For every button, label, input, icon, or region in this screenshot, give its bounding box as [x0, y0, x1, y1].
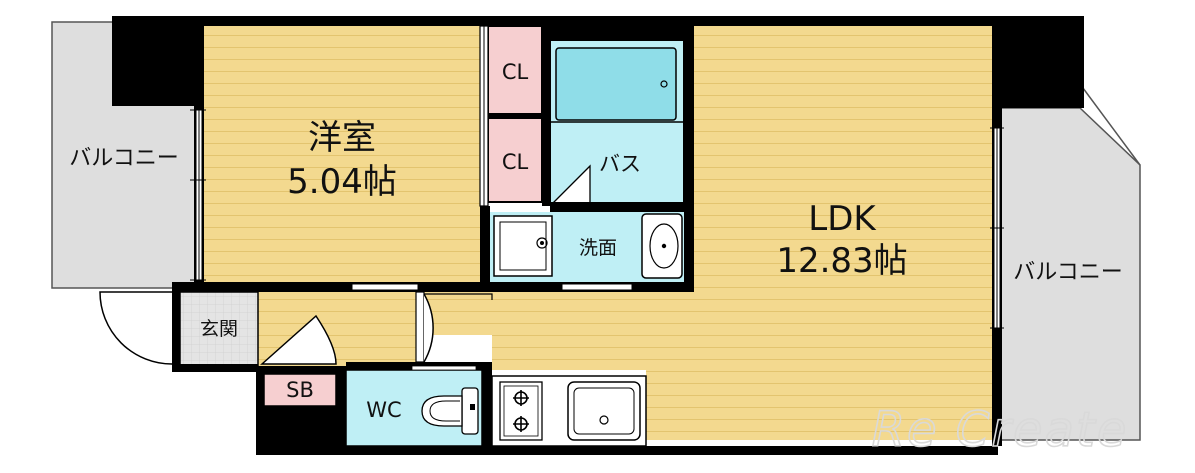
ldk-floor — [420, 26, 992, 440]
shoe-box-label: SB — [286, 378, 314, 402]
western-room-floor — [204, 26, 480, 282]
wall-top — [112, 16, 1084, 26]
wall-bottom — [256, 446, 998, 455]
entrance-label: 玄関 — [200, 318, 238, 340]
wall-block-top-left — [112, 16, 204, 106]
toilet-tank — [461, 387, 479, 435]
toilet-bowl — [421, 395, 463, 427]
closet-2-area — [487, 117, 543, 203]
entrance-door-swing — [99, 291, 173, 365]
kitchen-sink — [567, 381, 641, 441]
bathtub — [555, 47, 677, 121]
balcony-left-label: バルコニー — [69, 146, 179, 171]
entrance-area — [179, 291, 259, 367]
closet-2-label: CL — [502, 150, 529, 174]
balcony-right-label: バルコニー — [1013, 260, 1123, 285]
western-room-name: 洋室 — [308, 118, 376, 158]
ldk-name: LDK — [808, 199, 877, 239]
wall-block-top-right — [996, 16, 1084, 108]
washing-machine — [493, 215, 553, 277]
ldk-size: 12.83帖 — [776, 241, 907, 281]
closet-1-label: CL — [502, 60, 529, 84]
watermark: Re Create — [872, 402, 1129, 458]
toilet-label: WC — [366, 398, 401, 422]
western-room-size: 5.04帖 — [287, 162, 397, 202]
bath-label: バス — [599, 152, 641, 176]
washroom-label: 洗面 — [579, 237, 617, 259]
